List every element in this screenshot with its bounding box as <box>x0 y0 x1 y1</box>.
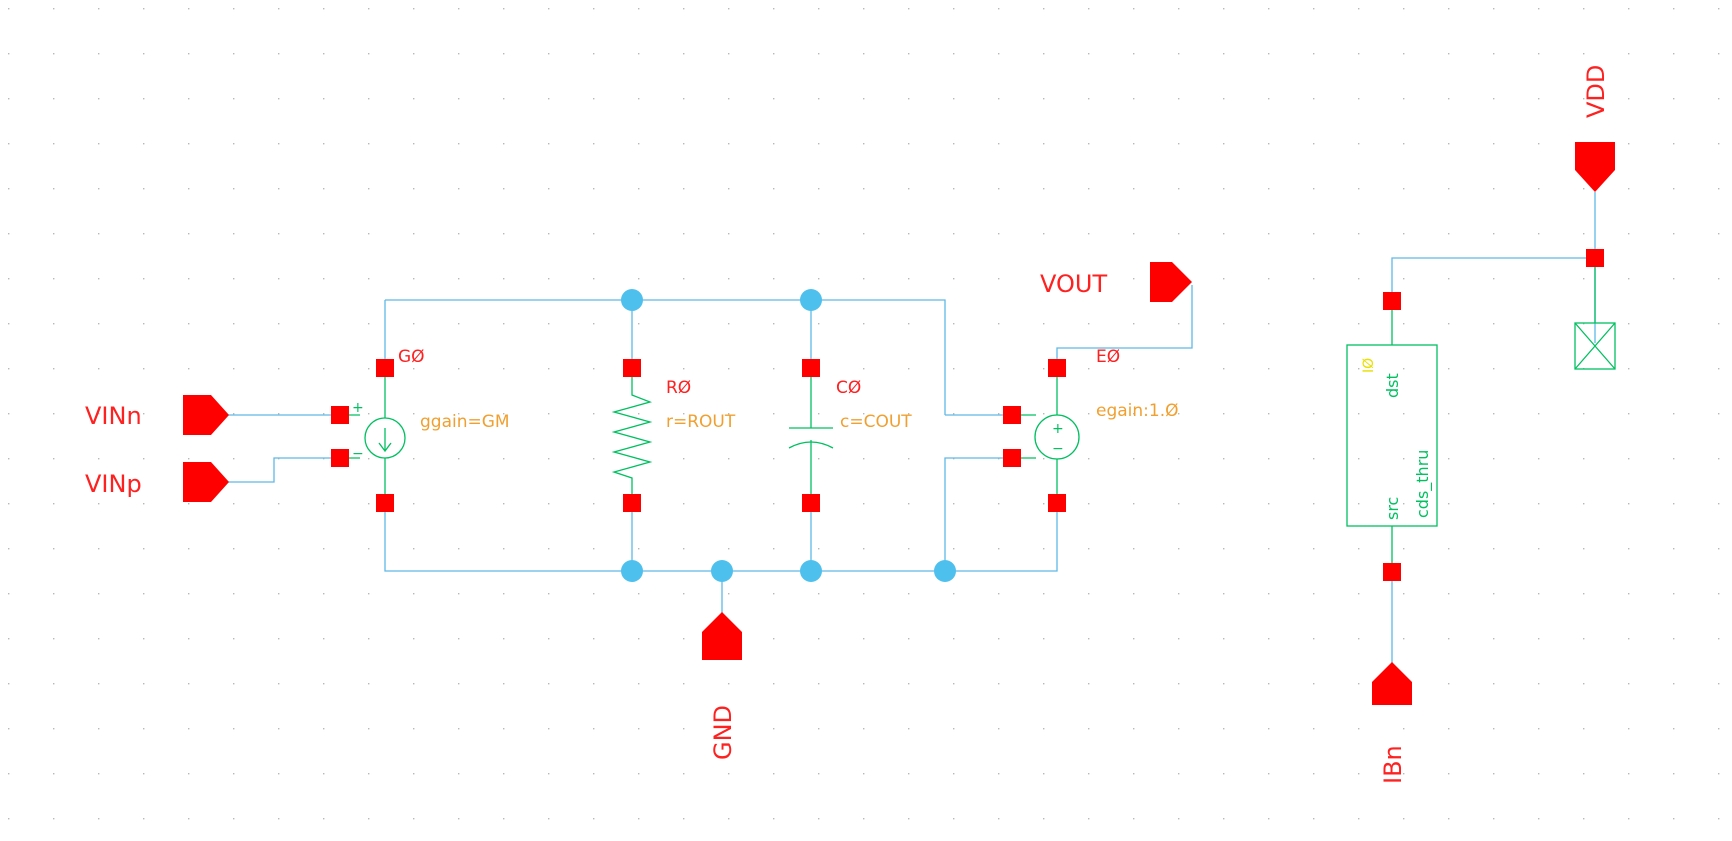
junction-dot <box>621 289 643 311</box>
r0-parameter: r=ROUT <box>666 412 736 432</box>
i0-instance-name: IØ <box>1361 358 1377 373</box>
ibn-label: IBn <box>1379 745 1407 784</box>
i0-src-terminal-label: src <box>1383 497 1402 520</box>
g0-terminal-minus[interactable] <box>331 449 349 467</box>
g0-terminal-top[interactable] <box>376 359 394 377</box>
c0-instance-name: CØ <box>836 378 861 398</box>
junction-dot <box>621 560 643 582</box>
c0-capacitor[interactable] <box>788 368 834 503</box>
c0-parameter: c=COUT <box>840 412 912 432</box>
g0-plus-sign: + <box>352 400 364 416</box>
e0-instance-name: EØ <box>1096 347 1120 367</box>
dst-wire[interactable] <box>1391 257 1596 343</box>
g0-minus-sign: − <box>352 446 364 462</box>
e0-minus-sign: − <box>1052 441 1064 457</box>
pin-labels: VINn VINp VOUT GND VDD IBn <box>85 65 1610 784</box>
r0-terminal-bottom[interactable] <box>623 494 641 512</box>
top-rail-wire[interactable] <box>385 299 946 415</box>
i0-dst-terminal-label: dst <box>1383 373 1402 398</box>
c0-terminal-bottom[interactable] <box>802 494 820 512</box>
junction-dot <box>800 560 822 582</box>
e0-voltage-source[interactable]: + − <box>1012 368 1080 503</box>
r0-terminal-top[interactable] <box>623 359 641 377</box>
junction-dot <box>800 289 822 311</box>
gnd-label: GND <box>709 705 737 760</box>
noconn-terminal[interactable] <box>1586 249 1604 267</box>
e0-terminal-bottom[interactable] <box>1048 494 1066 512</box>
instance-labels: GØ ggain=GM RØ r=ROUT CØ c=COUT EØ egain… <box>398 347 1433 520</box>
vout-pin-icon[interactable] <box>1150 262 1192 302</box>
vdd-label: VDD <box>1582 65 1610 118</box>
vdd-pin-icon[interactable] <box>1575 142 1615 192</box>
e0-terminal-plus[interactable] <box>1003 406 1021 424</box>
i0-terminal-src[interactable] <box>1383 563 1401 581</box>
e0-parameter: egain:1.Ø <box>1096 401 1179 421</box>
e0-plus-sign: + <box>1052 421 1064 437</box>
ibn-pin-icon[interactable] <box>1372 662 1412 705</box>
g0-terminal-plus[interactable] <box>331 406 349 424</box>
e0-terminal-top[interactable] <box>1048 359 1066 377</box>
io-pins <box>183 142 1615 705</box>
vinp-wire[interactable] <box>225 457 340 483</box>
junction-dot <box>711 560 733 582</box>
background-grid <box>8 8 1720 820</box>
vinp-pin-icon[interactable] <box>183 462 229 502</box>
vinp-label: VINp <box>85 470 142 498</box>
e0-terminal-minus[interactable] <box>1003 449 1021 467</box>
r0-instance-name: RØ <box>666 378 691 398</box>
junction-dot <box>934 560 956 582</box>
vout-label: VOUT <box>1040 270 1107 298</box>
vinn-pin-icon[interactable] <box>183 395 229 435</box>
i0-cds-thru[interactable] <box>1346 301 1438 572</box>
g0-instance-name: GØ <box>398 347 425 367</box>
vinn-label: VINn <box>85 402 142 430</box>
e0-neg-sense-wire[interactable] <box>944 457 1012 571</box>
noconn-box[interactable] <box>1574 258 1616 370</box>
g0-parameter: ggain=GM <box>420 412 510 432</box>
c0-terminal-top[interactable] <box>802 359 820 377</box>
r0-resistor[interactable] <box>611 368 653 503</box>
g0-current-source[interactable]: + − <box>340 368 406 503</box>
junction-dots <box>621 289 956 582</box>
terminal-squares <box>331 249 1604 581</box>
gnd-pin-icon[interactable] <box>702 612 742 660</box>
i0-cell-name: cds_thru <box>1413 450 1433 518</box>
vout-wire[interactable] <box>1056 285 1193 368</box>
g0-terminal-bottom[interactable] <box>376 494 394 512</box>
i0-terminal-dst[interactable] <box>1383 292 1401 310</box>
